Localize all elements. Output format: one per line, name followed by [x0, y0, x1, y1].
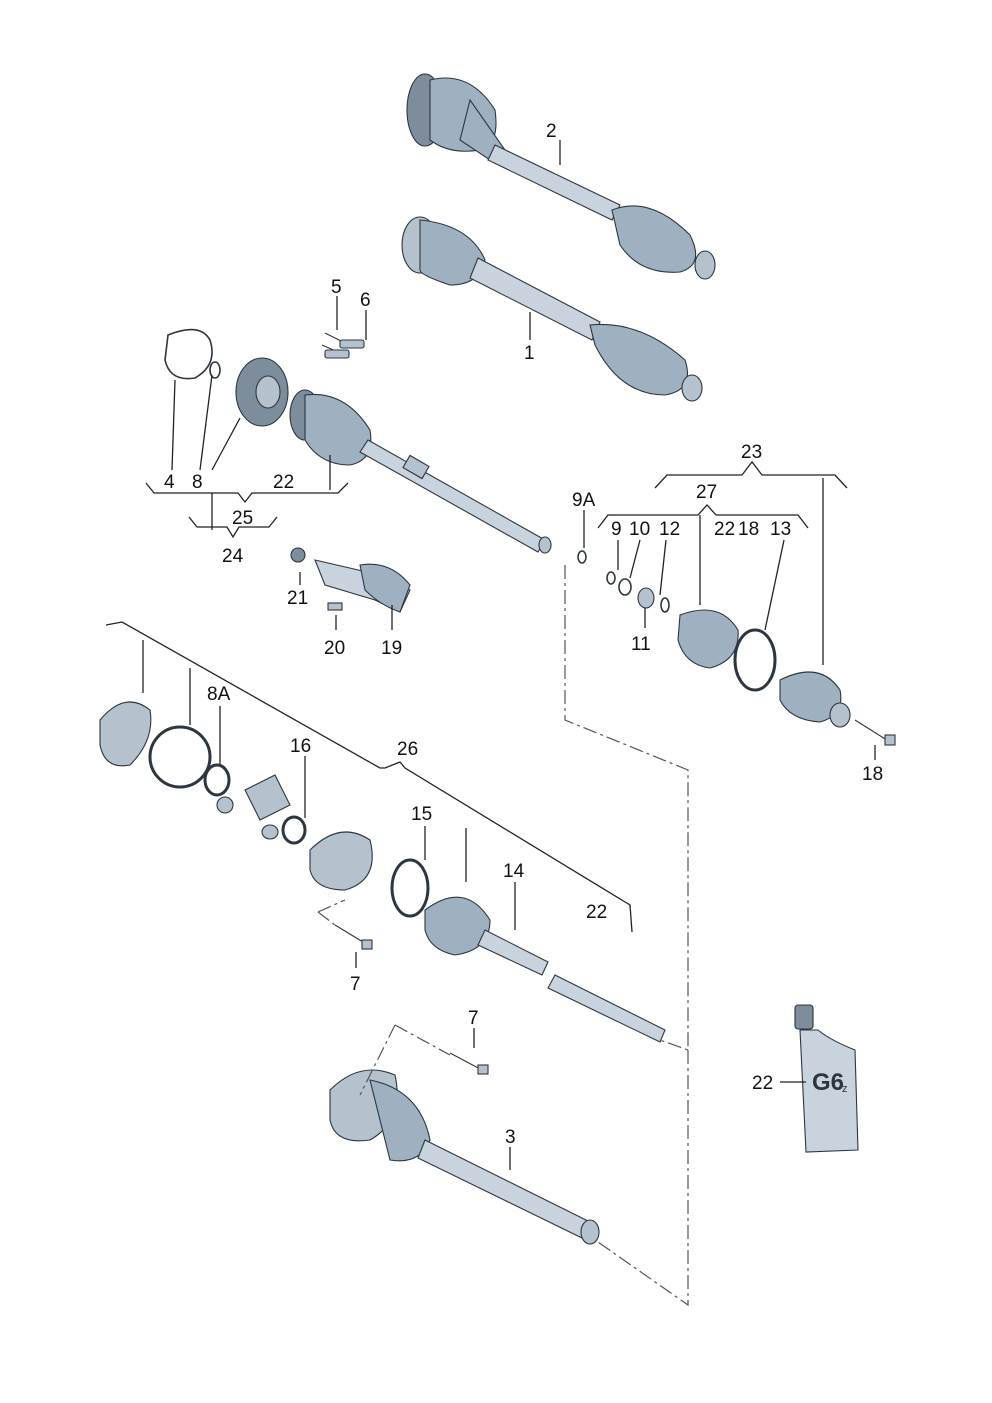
- label-18-kit: 18: [738, 519, 759, 540]
- tube-brand-text: G6: [812, 1069, 844, 1096]
- label-14: 14: [503, 861, 525, 882]
- tube-brand-sub: z: [842, 1083, 848, 1095]
- label-11: 11: [631, 634, 651, 655]
- label-8: 8: [192, 472, 203, 493]
- label-25: 25: [232, 508, 253, 529]
- label-24: 24: [222, 546, 244, 567]
- label-22-lower: 22: [586, 902, 607, 923]
- label-12: 12: [659, 519, 680, 540]
- bracket-parts: [290, 547, 411, 613]
- center-shaft-assembly: [309, 831, 666, 1043]
- label-15: 15: [411, 804, 432, 825]
- label-16: 16: [290, 736, 311, 757]
- label-10: 10: [629, 519, 650, 540]
- label-21: 21: [287, 588, 308, 609]
- label-20: 20: [324, 638, 345, 659]
- drive-shaft-2: [406, 73, 716, 280]
- label-7-upper: 7: [468, 1008, 479, 1029]
- joint-kit-exploded: [577, 550, 896, 746]
- leader-lines: [105, 140, 876, 1170]
- label-7-lower: 7: [350, 974, 361, 995]
- label-9: 9: [611, 519, 622, 540]
- lower-exploded-components: [99, 701, 307, 845]
- label-4: 4: [164, 472, 175, 493]
- label-8a: 8A: [207, 684, 231, 705]
- drive-shaft-1: [401, 216, 703, 402]
- label-13: 13: [770, 519, 791, 540]
- label-19: 19: [381, 638, 402, 659]
- label-9a: 9A: [572, 490, 596, 511]
- label-6: 6: [360, 290, 371, 311]
- drive-shaft-3: [329, 1052, 600, 1245]
- label-22-upper: 22: [273, 472, 294, 493]
- label-26: 26: [397, 739, 418, 760]
- part-labels: 2 1 5 6 4 8 22 25 24 21 20 19 9A 23 27 9…: [164, 121, 883, 1148]
- label-23: 23: [741, 442, 762, 463]
- upper-exploded-assembly: [164, 328, 552, 554]
- assembly-guide-lines: [317, 565, 689, 1307]
- grease-tube: G6 z: [794, 1004, 859, 1153]
- label-22-tube: 22: [752, 1073, 773, 1094]
- label-5: 5: [331, 277, 342, 298]
- label-2: 2: [546, 121, 557, 142]
- label-22-kit: 22: [714, 519, 735, 540]
- label-3: 3: [505, 1127, 516, 1148]
- label-27: 27: [696, 482, 717, 503]
- label-1: 1: [524, 343, 535, 364]
- label-18: 18: [862, 764, 883, 785]
